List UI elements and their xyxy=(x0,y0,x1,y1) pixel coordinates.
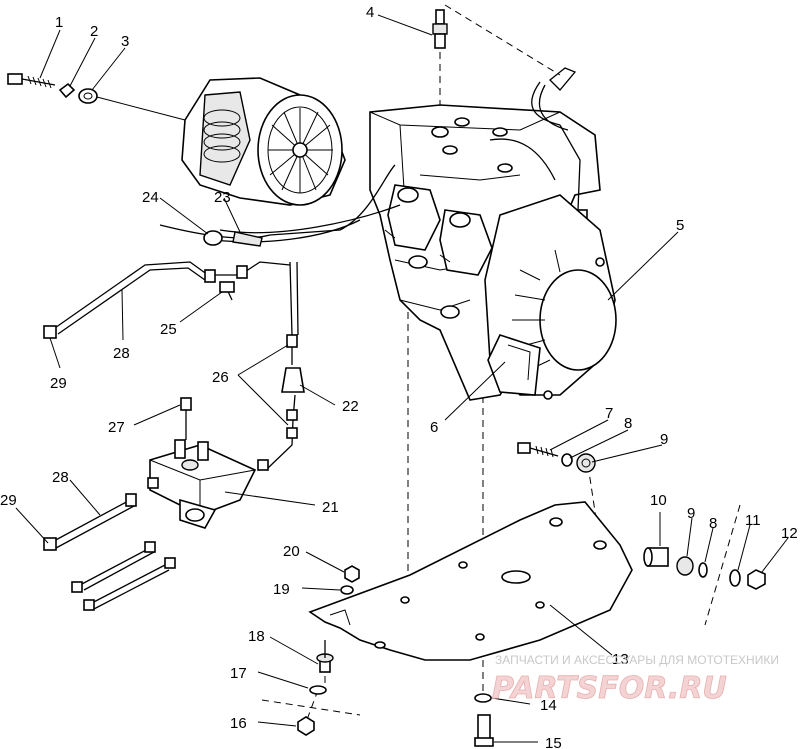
callout-10: 10 xyxy=(650,492,667,509)
callout-4: 4 xyxy=(366,4,374,21)
callout-27: 27 xyxy=(108,419,125,436)
vent-hoses xyxy=(71,541,176,611)
hose-end-cap xyxy=(43,325,57,339)
callout-29-top: 29 xyxy=(50,375,67,392)
callout-28-top: 28 xyxy=(113,345,130,362)
watermark-logo: PARTSFOR.RU xyxy=(492,671,727,706)
spacer xyxy=(643,547,669,567)
mount-stud xyxy=(316,640,334,673)
callout-2: 2 xyxy=(90,23,98,40)
fuel-pump xyxy=(147,439,257,529)
rubber-mount xyxy=(576,453,596,473)
clutch-bolt xyxy=(7,73,56,89)
clutch-spring xyxy=(203,109,241,163)
callout-20: 20 xyxy=(283,543,300,560)
starter-handle xyxy=(487,334,541,396)
clutch-washer xyxy=(58,82,76,99)
callout-5: 5 xyxy=(676,217,684,234)
leader-lines xyxy=(15,14,789,743)
callout-11: 11 xyxy=(745,512,761,529)
hex-nut xyxy=(344,565,360,583)
lock-washer xyxy=(729,569,741,587)
hex-nut xyxy=(297,716,315,736)
callout-9: 9 xyxy=(660,431,668,448)
rubber-mount xyxy=(676,556,694,576)
watermark-subtitle: ЗАПЧАСТИ И АКСЕССУАРЫ ДЛЯ МОТОТЕХНИКИ xyxy=(495,653,779,667)
fuel-lines xyxy=(51,164,401,469)
callout-labels: 1 2 3 4 5 6 7 8 9 10 9 8 11 12 13 14 15 … xyxy=(0,4,798,749)
callout-12: 12 xyxy=(781,525,798,542)
flat-washer xyxy=(309,685,327,695)
callout-16: 16 xyxy=(230,715,247,732)
spark-plug xyxy=(432,9,448,49)
pump-fitting xyxy=(180,397,192,440)
callout-14: 14 xyxy=(540,697,557,714)
fuel-filter xyxy=(257,334,305,471)
callout-26: 26 xyxy=(212,369,229,386)
fuel-hose-fitting xyxy=(232,231,263,247)
callout-18: 18 xyxy=(248,628,265,645)
callout-15: 15 xyxy=(545,735,562,749)
callout-1: 1 xyxy=(55,14,63,31)
hose-clamp xyxy=(203,230,223,246)
callout-9-right: 9 xyxy=(687,505,695,522)
engine-mounting-plate xyxy=(308,501,633,661)
watermark: ЗАПЧАСТИ И АКСЕССУАРЫ ДЛЯ МОТОТЕХНИКИ PA… xyxy=(492,653,779,706)
callout-19: 19 xyxy=(273,581,290,598)
callout-6: 6 xyxy=(430,419,438,436)
callout-8-right: 8 xyxy=(709,515,717,532)
callout-13: 13 xyxy=(612,651,629,668)
callout-25: 25 xyxy=(160,321,177,338)
callout-3: 3 xyxy=(121,33,129,50)
mount-bolt xyxy=(517,442,559,458)
callout-28-bottom: 28 xyxy=(52,469,69,486)
callout-7: 7 xyxy=(605,405,613,422)
mount-washer xyxy=(561,453,573,467)
drive-clutch-assembly xyxy=(181,77,346,206)
tee-fitting xyxy=(204,265,248,301)
callout-17: 17 xyxy=(230,665,247,682)
callout-29-bottom: 29 xyxy=(0,492,17,509)
carburetors xyxy=(384,184,493,276)
hex-nut xyxy=(747,569,766,590)
clutch-bushing xyxy=(78,88,98,104)
callout-23: 23 xyxy=(214,189,231,206)
callout-24: 24 xyxy=(142,189,159,206)
plate-bolt xyxy=(474,693,494,747)
callout-21: 21 xyxy=(322,499,339,516)
pulse-hose xyxy=(43,493,137,551)
callout-22: 22 xyxy=(342,398,359,415)
flat-washer xyxy=(698,562,708,578)
flat-washer xyxy=(340,585,354,595)
callout-8: 8 xyxy=(624,415,632,432)
